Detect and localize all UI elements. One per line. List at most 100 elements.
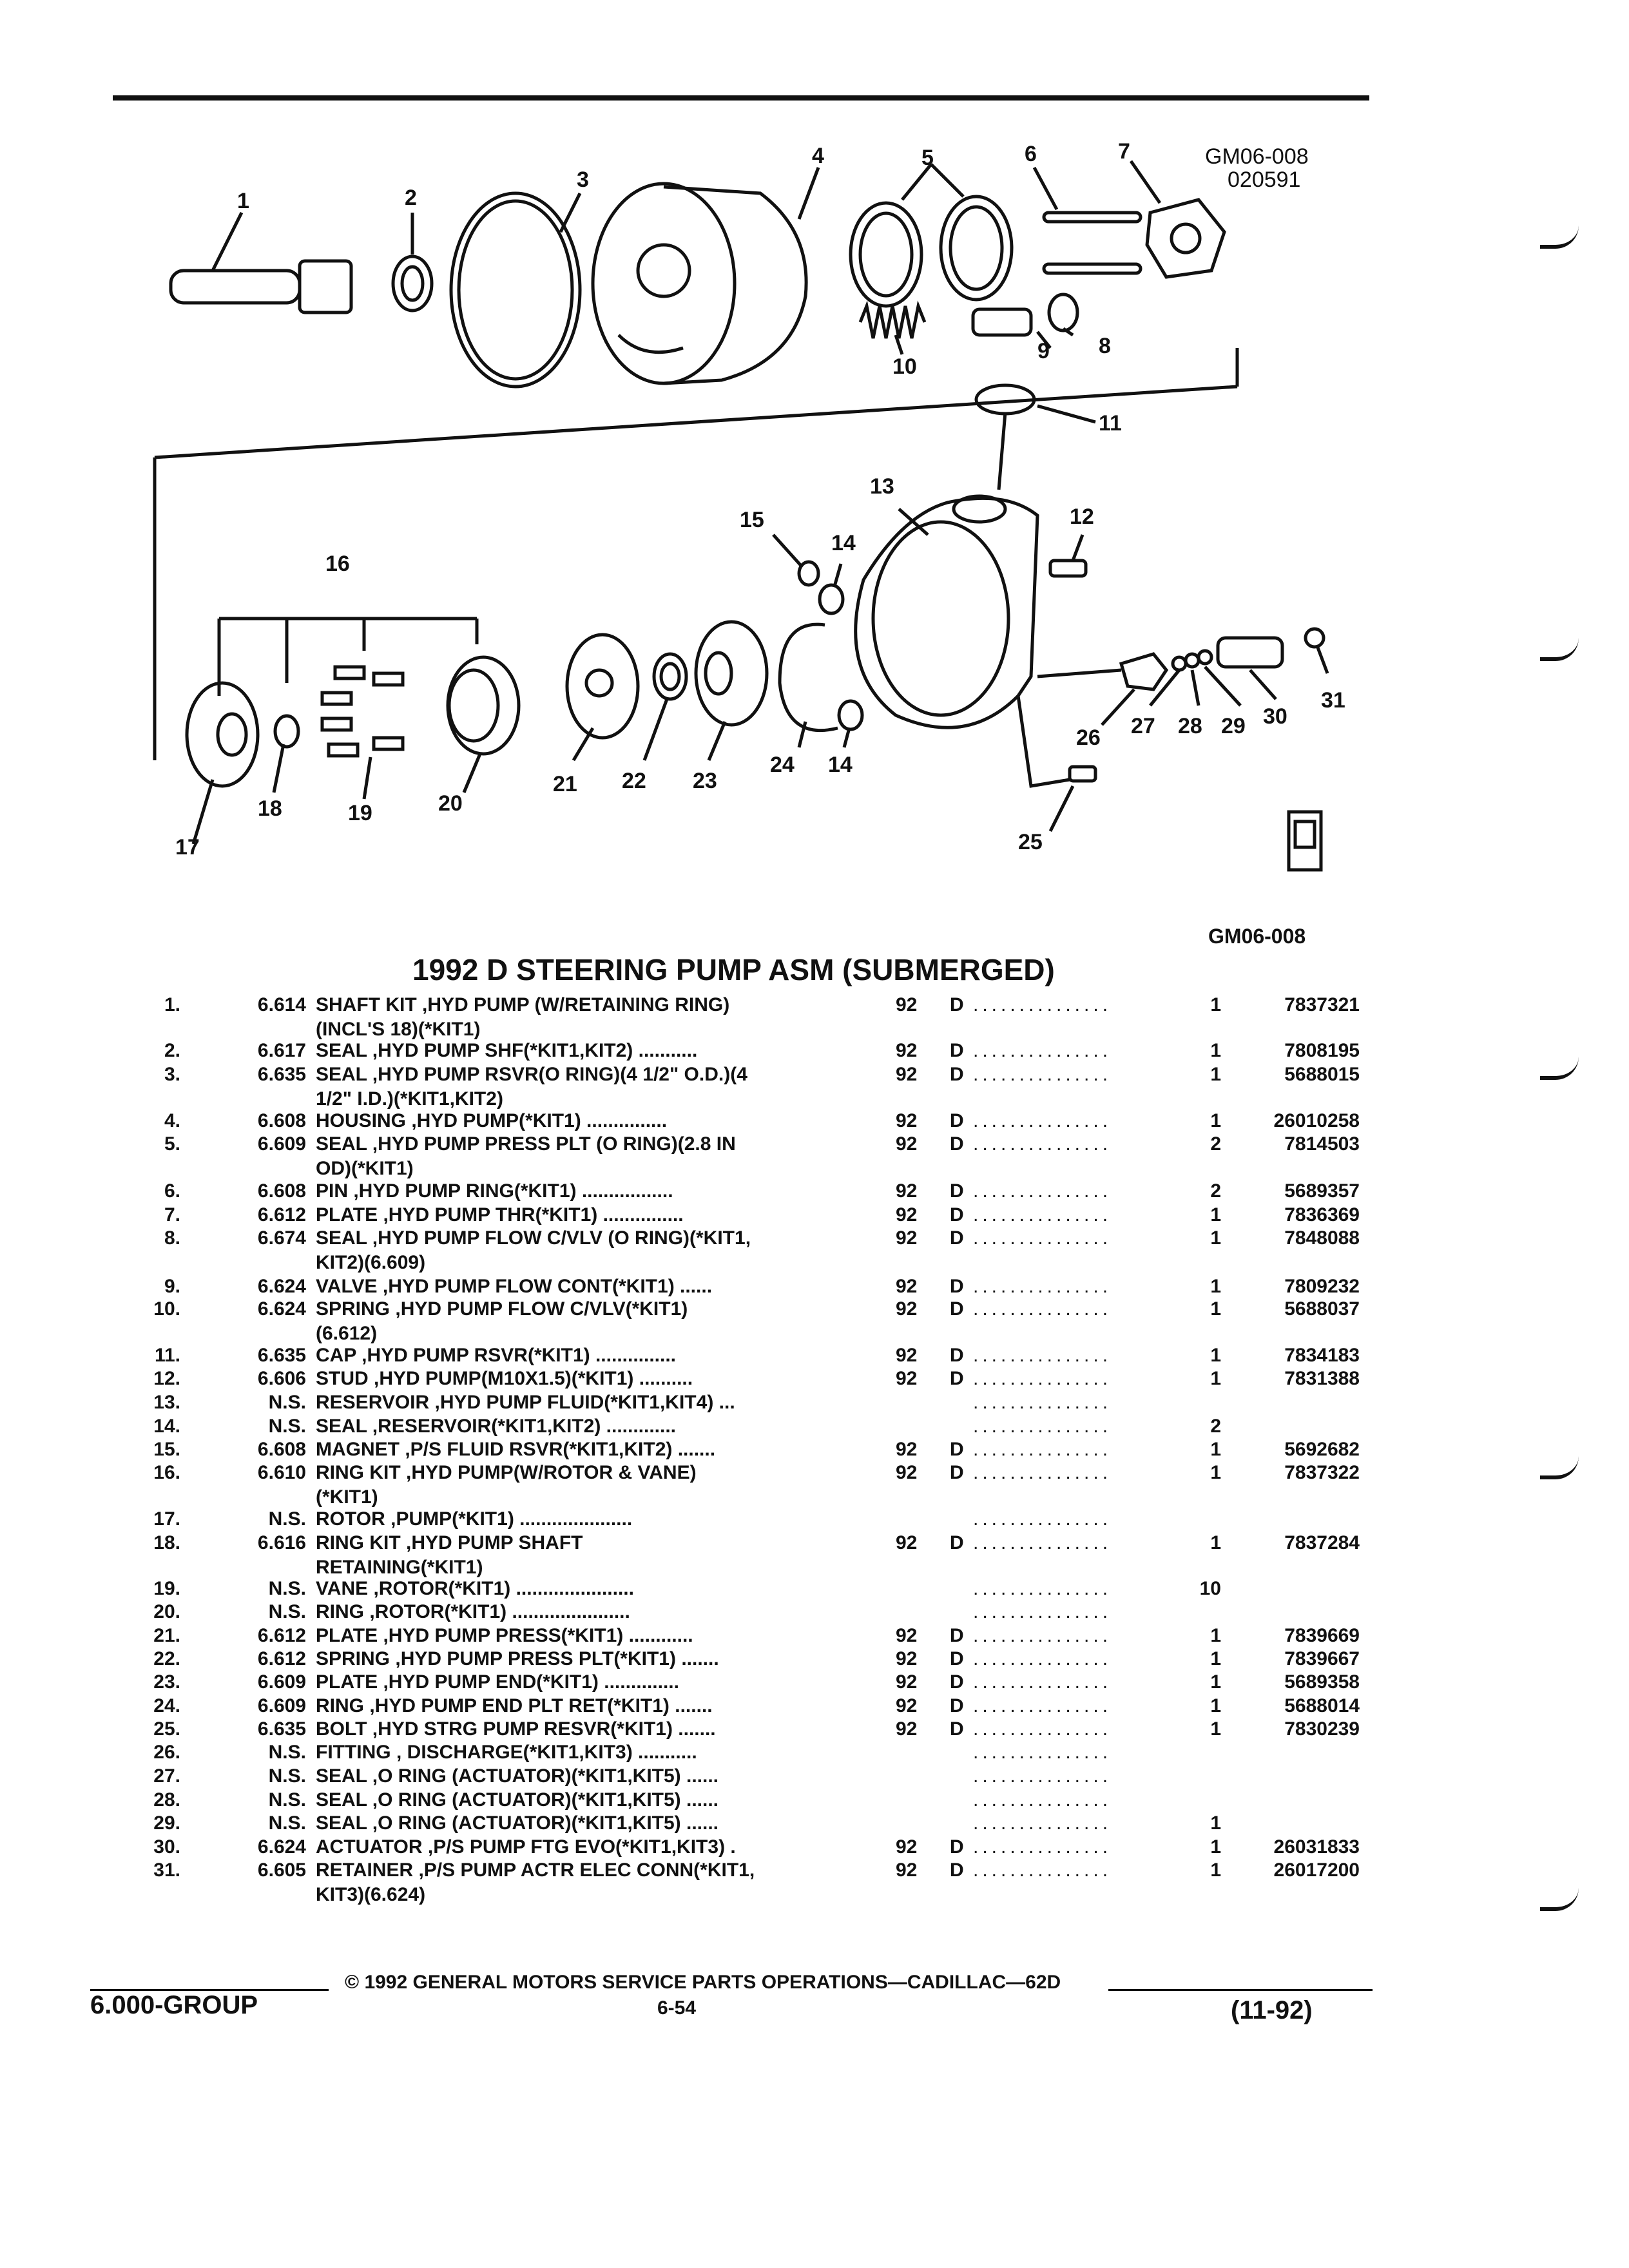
item-number: 30.	[153, 1836, 180, 1858]
section-number: N.S.	[268, 1578, 306, 1599]
callout-9: 9	[1037, 339, 1050, 363]
model-year: 92	[896, 1860, 918, 1881]
leader-dots: ...............	[973, 1812, 1112, 1834]
item-number: 20.	[153, 1601, 180, 1622]
leader-dots: ...............	[973, 1508, 1112, 1530]
section-number: 6.606	[257, 1368, 306, 1389]
series-code: D	[950, 1532, 964, 1553]
callout-19: 19	[348, 801, 372, 825]
leader-dots: ...............	[973, 1439, 1112, 1460]
callout-15: 15	[740, 508, 764, 532]
part-detail: ,HYD PUMP FLOW C/VLV(*KIT1)	[390, 1298, 688, 1320]
series-code: D	[950, 1040, 964, 1061]
page-title: 1992 D STEERING PUMP ASM (SUBMERGED)	[412, 953, 1055, 986]
model-year: 92	[896, 1227, 918, 1249]
part-number: 5689358	[1284, 1671, 1360, 1693]
leader-dots: ...............	[973, 1625, 1112, 1646]
item-number: 25.	[153, 1718, 180, 1740]
section-number: 6.674	[257, 1227, 306, 1249]
part-name: RING	[316, 1601, 364, 1622]
callout-5: 5	[921, 146, 934, 170]
section-number: 6.612	[257, 1625, 306, 1646]
section-number: 6.616	[257, 1532, 306, 1553]
part-name: SEAL	[316, 1765, 367, 1787]
part-detail: ,P/S PUMP FTG EVO(*KIT1,KIT3) .	[422, 1836, 736, 1858]
part-description: VALVE ,HYD PUMP FLOW CONT(*KIT1) ......	[316, 1275, 851, 1298]
part-description: PLATE ,HYD PUMP END(*KIT1) .............…	[316, 1671, 851, 1694]
item-number: 21.	[153, 1625, 180, 1646]
part-number: 5689357	[1284, 1180, 1360, 1202]
part-detail: ,HYD PUMP END PLT RET(*KIT1) .......	[364, 1695, 713, 1716]
callout-4: 4	[812, 144, 824, 168]
item-number: 3.	[164, 1064, 180, 1085]
binder-tab-mark	[1540, 638, 1579, 661]
figure-id: GM06-008	[1208, 925, 1306, 948]
item-number: 2.	[164, 1040, 180, 1061]
quantity: 1	[1210, 1648, 1221, 1669]
part-description: SPRING ,HYD PUMP PRESS PLT(*KIT1) ......…	[316, 1648, 851, 1671]
series-code: D	[950, 1439, 964, 1460]
model-year: 92	[896, 1695, 918, 1716]
section-number: N.S.	[268, 1416, 306, 1437]
leader-dots: ...............	[973, 1110, 1112, 1131]
figure-date: 020591	[1228, 168, 1301, 192]
part-name: SEAL	[316, 1064, 367, 1085]
part-description: SEAL ,O RING (ACTUATOR)(*KIT1,KIT5) ....…	[316, 1765, 851, 1788]
callout-8: 8	[1099, 334, 1111, 358]
part-number: 7839669	[1284, 1625, 1360, 1646]
item-number: 8.	[164, 1227, 180, 1249]
part-number: 5692682	[1284, 1439, 1360, 1460]
leader-dots: ...............	[973, 1368, 1112, 1389]
part-description: RING KIT ,HYD PUMP(W/ROTOR & VANE)	[316, 1461, 851, 1485]
part-detail: ,HYD PUMP RSVR(O RING)(4 1/2" O.D.)(4	[367, 1064, 747, 1085]
part-name: BOLT	[316, 1718, 367, 1740]
part-description: SEAL ,HYD PUMP PRESS PLT (O RING)(2.8 IN	[316, 1133, 851, 1156]
callout-6: 6	[1025, 142, 1037, 166]
item-number: 14.	[153, 1416, 180, 1437]
section-number: N.S.	[268, 1789, 306, 1811]
item-number: 23.	[153, 1671, 180, 1693]
part-description-continued: (INCL'S 18)(*KIT1)	[316, 1019, 481, 1040]
part-description: RING KIT ,HYD PUMP SHAFT	[316, 1532, 851, 1555]
part-name: RING	[316, 1695, 364, 1716]
part-name: VALVE	[316, 1276, 378, 1297]
part-description: BOLT ,HYD STRG PUMP RESVR(*KIT1) .......	[316, 1718, 851, 1741]
quantity: 1	[1210, 1671, 1221, 1693]
leader-dots: ...............	[973, 994, 1112, 1015]
item-number: 17.	[153, 1508, 180, 1530]
part-description: RING ,ROTOR(*KIT1) .....................…	[316, 1600, 851, 1624]
model-year: 92	[896, 1671, 918, 1693]
part-description: FITTING , DISCHARGE(*KIT1,KIT3) ........…	[316, 1741, 851, 1764]
leader-dots: ...............	[973, 1298, 1112, 1320]
part-description: SEAL ,O RING (ACTUATOR)(*KIT1,KIT5) ....…	[316, 1789, 851, 1812]
leader-dots: ...............	[973, 1345, 1112, 1366]
part-name: SEAL	[316, 1416, 367, 1437]
leader-dots: ...............	[973, 1860, 1112, 1881]
footer-page-number: 6-54	[657, 1997, 697, 2019]
part-description: HOUSING ,HYD PUMP(*KIT1) ...............	[316, 1110, 851, 1133]
section-number: N.S.	[268, 1742, 306, 1763]
section-number: 6.608	[257, 1180, 306, 1202]
callout-14b: 14	[828, 753, 853, 777]
part-detail: ,HYD PUMP FLOW C/VLV (O RING)(*KIT1,	[367, 1227, 751, 1249]
part-detail: ,HYD PUMP SHF(*KIT1,KIT2) ...........	[367, 1040, 698, 1061]
item-number: 13.	[153, 1392, 180, 1413]
part-name: SPRING	[316, 1648, 390, 1669]
callout-29: 29	[1221, 714, 1246, 738]
model-year: 92	[896, 1439, 918, 1460]
item-number: 28.	[153, 1789, 180, 1811]
quantity: 10	[1199, 1578, 1221, 1599]
model-year: 92	[896, 1180, 918, 1202]
part-number: 7839667	[1284, 1648, 1360, 1669]
callout-21: 21	[553, 772, 577, 796]
callout-30: 30	[1263, 704, 1287, 729]
item-number: 15.	[153, 1439, 180, 1460]
series-code: D	[950, 1345, 964, 1366]
callout-28: 28	[1178, 714, 1202, 738]
callout-17: 17	[175, 835, 200, 860]
part-number: 7848088	[1284, 1227, 1360, 1249]
item-number: 29.	[153, 1812, 180, 1834]
part-detail: ,PUMP(*KIT1) .....................	[385, 1508, 633, 1530]
leader-dots: ...............	[973, 1695, 1112, 1716]
part-detail: ,P/S PUMP ACTR ELEC CONN(*KIT1,	[413, 1860, 755, 1881]
